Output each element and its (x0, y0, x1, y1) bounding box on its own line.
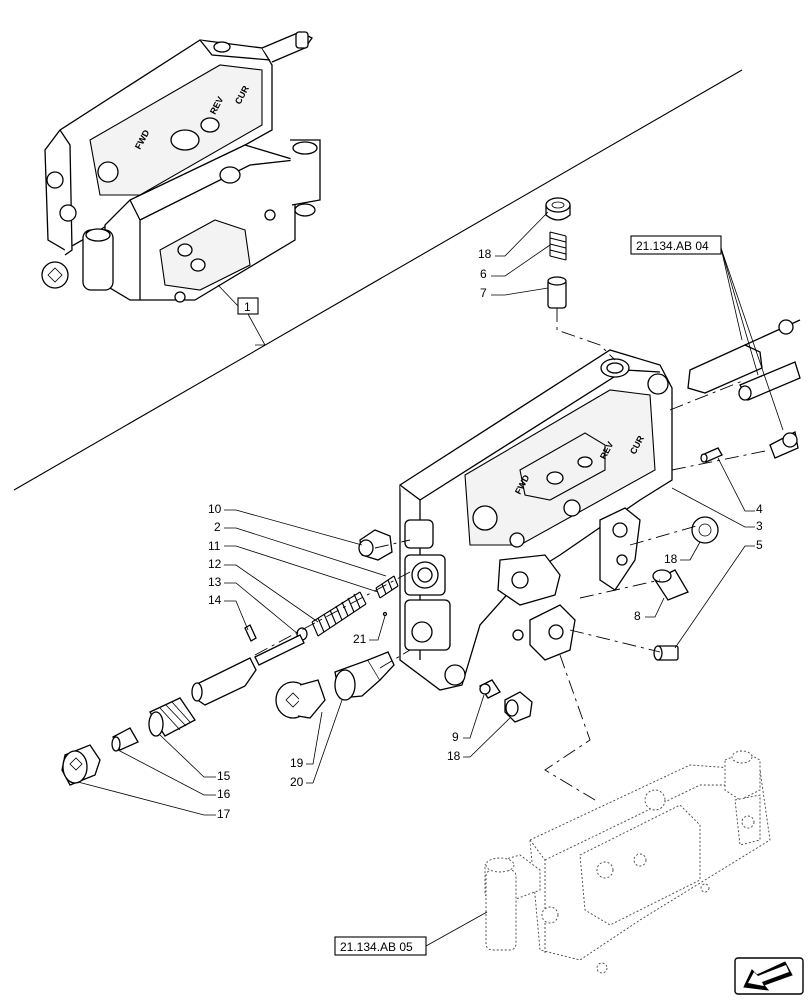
sleeve-5 (653, 645, 679, 661)
ball-21 (382, 611, 388, 617)
callout-18: 18 (478, 247, 492, 261)
plug-18-top (545, 197, 571, 221)
callout-3: 3 (756, 519, 763, 533)
spool-15 (148, 697, 196, 737)
callout-10: 10 (208, 502, 222, 516)
reference-label: 21.134.AB 04 (636, 239, 709, 253)
adjacent-valve-ghost (484, 750, 771, 974)
assembly-line (669, 379, 746, 411)
spool-shaft (191, 634, 305, 706)
callout-4: 4 (756, 502, 763, 516)
callout-number: 1 (244, 300, 251, 314)
callout-9: 9 (452, 730, 459, 744)
callout-11: 11 (208, 539, 221, 553)
assembly-line (374, 539, 411, 549)
plug-18-lower (504, 691, 533, 723)
assembly-line (671, 449, 771, 471)
callout-8: 8 (634, 609, 641, 623)
assembly-line (629, 524, 701, 546)
spring-6 (549, 231, 567, 261)
screws-right (669, 319, 801, 471)
callout-15: 15 (217, 769, 231, 783)
assembly-line (579, 579, 661, 599)
callout-21: 21 (353, 632, 367, 646)
callout-2: 2 (214, 520, 221, 534)
piston-16 (111, 727, 139, 752)
callout-7: 7 (480, 286, 487, 300)
plug-19 (275, 679, 326, 719)
reference-label: 21.134.AB 05 (340, 940, 413, 954)
callout-20: 20 (290, 775, 304, 789)
callout-6: 6 (480, 267, 487, 281)
sleeve-7 (547, 276, 567, 309)
assembly-line (556, 308, 616, 361)
callouts: 18 6 7 4 3 5 18 8 10 2 11 12 13 14 21 15 (77, 211, 763, 821)
leader-line (217, 284, 239, 307)
valve-body: CUR REV FWD (399, 349, 673, 691)
callout-17: 17 (217, 807, 231, 821)
sleeve-8 (652, 569, 689, 601)
plug-17 (61, 744, 101, 786)
spring-11 (375, 575, 399, 599)
callout-5: 5 (756, 538, 763, 552)
callout-13: 13 (208, 575, 222, 589)
callout-18: 18 (447, 749, 461, 763)
assembly-line (379, 649, 411, 669)
callout-16: 16 (217, 787, 231, 801)
assembly-line (254, 571, 411, 656)
spring-12 (311, 591, 367, 637)
reference-link-top[interactable]: 21.134.AB 04 (630, 235, 722, 255)
leader-line (247, 313, 266, 346)
callout-18: 18 (664, 552, 678, 566)
valve-assembly-inset: CUR REV FWD (41, 31, 321, 303)
callout-14: 14 (208, 593, 222, 607)
callout-19: 19 (290, 756, 304, 770)
plug-18-right (691, 516, 719, 544)
callout-12: 12 (208, 557, 222, 571)
reference-link-bottom[interactable]: 21.134.AB 05 (334, 936, 427, 956)
assembly-line (569, 629, 661, 653)
plug-10 (358, 529, 393, 561)
separator-line (13, 69, 743, 491)
arrow-down-left-icon[interactable] (734, 957, 804, 995)
leader-lines-ref-top (720, 247, 784, 431)
callout-1[interactable]: 1 (237, 297, 259, 315)
assembly-line (544, 654, 596, 801)
pin-4 (700, 447, 723, 463)
sleeve-9 (479, 679, 501, 699)
sleeve-20 (334, 651, 395, 701)
leader-line (425, 911, 488, 947)
